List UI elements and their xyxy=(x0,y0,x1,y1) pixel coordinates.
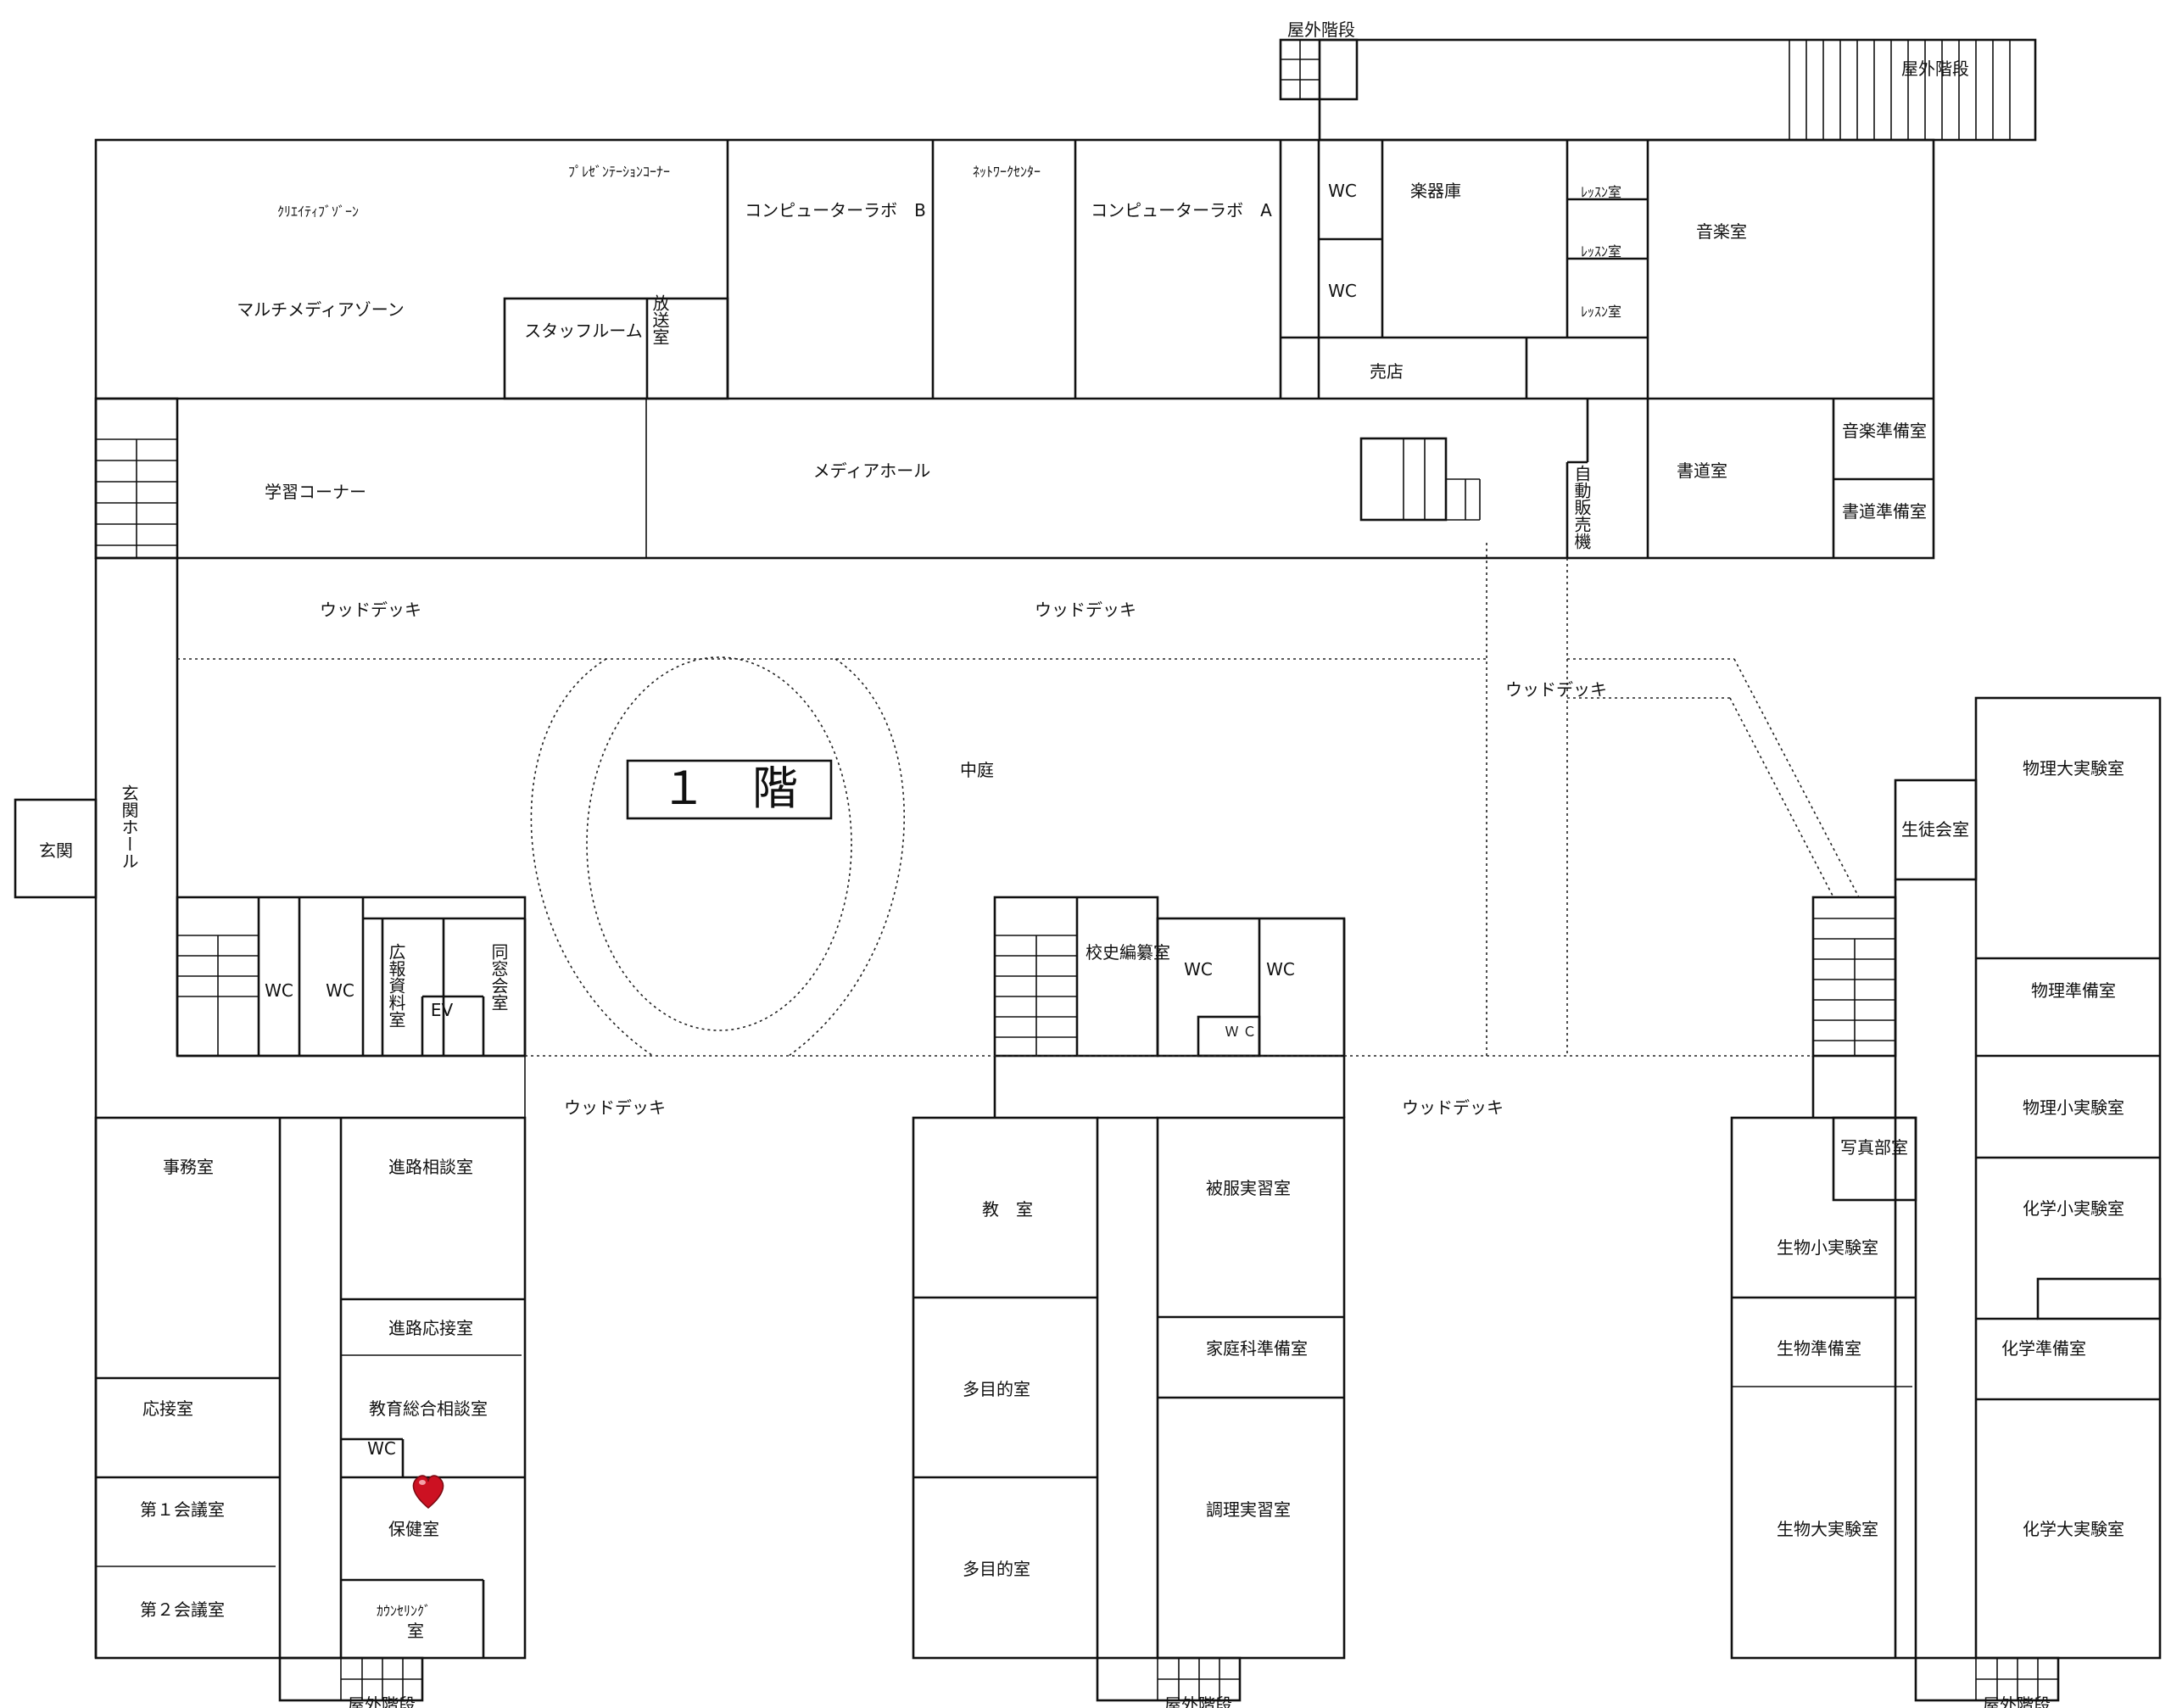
label-wc-central-1: WC xyxy=(1184,959,1213,980)
central-wing-walls xyxy=(912,896,1346,1702)
label-study-corner: 学習コーナー xyxy=(265,482,366,502)
west-outdoor-stairs xyxy=(278,1656,424,1702)
label-entrance: 玄関 xyxy=(39,840,73,861)
label-broadcast-room: 放送室 xyxy=(650,294,670,345)
label-wc-north-2: WC xyxy=(1328,281,1357,301)
label-office: 事務室 xyxy=(163,1157,214,1177)
label-computer-lab-a: コンピューターラボ A xyxy=(1091,200,1272,220)
label-counseling-room-2: 室 xyxy=(407,1621,424,1641)
label-wc-central-small: Ｗ Ｃ xyxy=(1225,1024,1256,1040)
east-stairs xyxy=(1813,918,1895,1056)
label-career-consultation-room: 進路相談室 xyxy=(388,1157,473,1177)
label-wood-deck-4: ウッドデッキ xyxy=(564,1097,666,1118)
heart-icon xyxy=(412,1475,444,1509)
east-outdoor-stairs xyxy=(1914,1656,2060,1702)
label-school-history-room: 校史編纂室 xyxy=(1086,942,1170,963)
label-reception-room: 応接室 xyxy=(142,1398,193,1419)
label-staff-room: スタッフルーム xyxy=(524,321,642,341)
label-broadcast-room-text: 放送室 xyxy=(650,294,670,345)
room-labels: ｸﾘｴｲﾃｨﾌﾞｿﾞｰﾝ ﾌﾟﾚｾﾞﾝﾃｰｼｮﾝｺｰﾅｰ マルチメディアゾーン … xyxy=(39,20,2124,1708)
label-multipurpose-room-2: 多目的室 xyxy=(963,1559,1030,1579)
label-chemistry-prep-room: 化学準備室 xyxy=(2001,1338,2086,1359)
label-multipurpose-room-1: 多目的室 xyxy=(963,1379,1030,1399)
label-photo-club-room: 写真部室 xyxy=(1840,1137,1908,1158)
courtyard-track xyxy=(530,656,906,1057)
label-outdoor-stairs-top-1: 屋外階段 xyxy=(1287,20,1355,40)
label-counseling-room-1: ｶｳﾝｾﾘﾝｸﾞ xyxy=(377,1603,431,1619)
label-outdoor-stairs-west: 屋外階段 xyxy=(348,1694,416,1708)
label-cooking-practice-room: 調理実習室 xyxy=(1206,1499,1291,1520)
label-media-hall: メディアホール xyxy=(813,460,931,481)
label-wc-west-3: WC xyxy=(367,1438,396,1459)
label-biology-large-lab: 生物大実験室 xyxy=(1777,1519,1878,1539)
floor-title: １ 階 xyxy=(661,762,798,815)
stair-treads-top xyxy=(1789,40,2011,140)
label-shop: 売店 xyxy=(1370,361,1404,382)
label-wc-west-2: WC xyxy=(326,980,354,1001)
east-wing-walls xyxy=(1730,696,2162,1702)
label-outdoor-stairs-top-2: 屋外階段 xyxy=(1901,59,1969,79)
label-network-center: ﾈｯﾄﾜｰｸｾﾝﾀｰ xyxy=(973,164,1041,180)
label-wood-deck-1: ウッドデッキ xyxy=(320,600,421,620)
label-wc-west-1: WC xyxy=(265,980,293,1001)
label-wood-deck-5: ウッドデッキ xyxy=(1402,1097,1504,1118)
label-lesson-room-3: ﾚｯｽﾝ室 xyxy=(1581,304,1621,320)
west-wc-stairs xyxy=(177,935,259,1056)
label-student-council-room: 生徒会室 xyxy=(1901,819,1969,840)
label-home-economics-prep-room: 家庭科準備室 xyxy=(1206,1338,1308,1359)
study-corner-stairs xyxy=(94,397,179,560)
central-outdoor-stairs xyxy=(1096,1656,1242,1702)
label-ev: EV xyxy=(431,1000,454,1020)
label-lesson-room-1: ﾚｯｽﾝ室 xyxy=(1581,184,1621,200)
label-calligraphy-room: 書道室 xyxy=(1677,460,1727,481)
wood-deck-outlines xyxy=(176,543,1860,1118)
label-lesson-room-2: ﾚｯｽﾝ室 xyxy=(1581,243,1621,260)
label-wc-central-2: WC xyxy=(1266,959,1295,980)
label-vending-machine-text: 自動販売機 xyxy=(1571,465,1592,550)
label-vending-machine: 自動販売機 xyxy=(1571,465,1592,550)
label-alumni-room: 同窓会室 xyxy=(488,943,509,1011)
label-wood-deck-3: ウッドデッキ xyxy=(1505,679,1607,700)
label-wc-north-1: WC xyxy=(1328,181,1357,201)
label-clothing-practice-room: 被服実習室 xyxy=(1206,1178,1291,1198)
label-instrument-storage: 楽器庫 xyxy=(1410,181,1461,201)
label-pr-archive-room-text: 広報資料室 xyxy=(386,943,406,1028)
label-entrance-hall: 玄関ホール xyxy=(119,784,139,869)
label-biology-prep-room: 生物準備室 xyxy=(1777,1338,1861,1359)
media-hall-stairs xyxy=(1359,437,1481,522)
label-wood-deck-2: ウッドデッキ xyxy=(1035,600,1136,620)
north-outdoor-stairs xyxy=(1279,38,2037,142)
label-physics-small-lab: 物理小実験室 xyxy=(2023,1097,2124,1118)
label-health-room: 保健室 xyxy=(388,1519,439,1539)
label-biology-small-lab: 生物小実験室 xyxy=(1777,1237,1878,1258)
label-music-room: 音楽室 xyxy=(1696,221,1747,242)
label-alumni-room-text: 同窓会室 xyxy=(488,943,509,1011)
central-stairs xyxy=(995,935,1077,1056)
label-chemistry-small-lab: 化学小実験室 xyxy=(2023,1198,2124,1219)
label-pr-archive-room: 広報資料室 xyxy=(386,943,406,1028)
label-presentation-corner: ﾌﾟﾚｾﾞﾝﾃｰｼｮﾝｺｰﾅｰ xyxy=(568,164,670,180)
label-calligraphy-prep-room: 書道準備室 xyxy=(1842,501,1927,522)
west-wing-walls xyxy=(14,558,527,1702)
label-outdoor-stairs-central: 屋外階段 xyxy=(1164,1694,1232,1708)
label-school-history-room-text: 校史編纂室 xyxy=(1086,942,1170,963)
label-physics-large-lab: 物理大実験室 xyxy=(2023,758,2124,779)
label-computer-lab-b: コンピューターラボ B xyxy=(745,200,926,220)
label-career-reception-room: 進路応接室 xyxy=(388,1318,473,1338)
label-creative-zone: ｸﾘｴｲﾃｨﾌﾞｿﾞｰﾝ xyxy=(277,204,359,220)
label-classroom: 教 室 xyxy=(982,1199,1033,1220)
label-physics-prep-room: 物理準備室 xyxy=(2031,980,2116,1001)
label-meeting-room-1: 第１会議室 xyxy=(140,1499,225,1520)
label-multimedia-zone: マルチメディアゾーン xyxy=(237,299,405,320)
floor-title-box xyxy=(626,759,833,820)
label-meeting-room-2: 第２会議室 xyxy=(140,1599,225,1620)
label-chemistry-large-lab: 化学大実験室 xyxy=(2023,1519,2124,1539)
north-wing-walls xyxy=(94,138,1935,560)
label-courtyard: 中庭 xyxy=(960,760,994,780)
label-music-prep-room: 音楽準備室 xyxy=(1842,421,1927,441)
label-outdoor-stairs-east: 屋外階段 xyxy=(1983,1694,2051,1708)
label-entrance-hall-text: 玄関ホール xyxy=(119,784,139,869)
label-education-consultation-room: 教育総合相談室 xyxy=(369,1398,488,1419)
